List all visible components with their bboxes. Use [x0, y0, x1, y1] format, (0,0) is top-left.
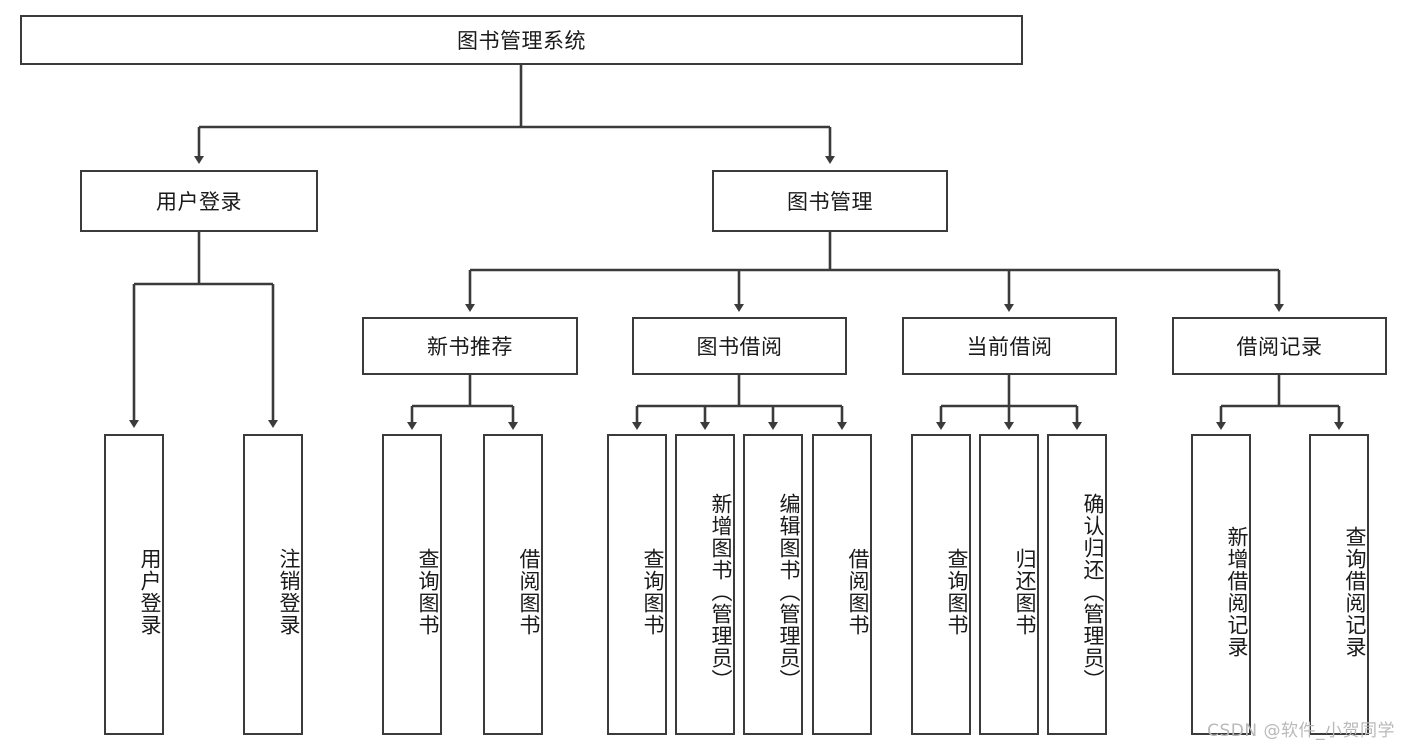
- node-leaf-confirm-return[interactable]: 确认归还（管理员）: [1047, 434, 1107, 735]
- node-borrow-record[interactable]: 借阅记录: [1172, 317, 1387, 375]
- node-current-borrow[interactable]: 当前借阅: [902, 317, 1117, 375]
- node-borrow-record-label: 借阅记录: [1236, 335, 1323, 359]
- node-leaf-add-book[interactable]: 新增图书（管理员）: [675, 434, 735, 735]
- node-root-label: 图书管理系统: [457, 29, 586, 53]
- node-book-manage-label: 图书管理: [787, 190, 873, 214]
- node-current-borrow-label: 当前借阅: [966, 335, 1053, 359]
- node-leaf-add-book-label: 新增图书（管理员）: [709, 492, 733, 691]
- node-leaf-query-record[interactable]: 查询借阅记录: [1309, 434, 1369, 735]
- node-leaf-query-book-3-label: 查询图书: [945, 547, 969, 636]
- node-new-book-rec-label: 新书推荐: [427, 335, 513, 359]
- node-leaf-return-book[interactable]: 归还图书: [979, 434, 1039, 735]
- node-new-book-rec[interactable]: 新书推荐: [362, 317, 578, 375]
- node-leaf-query-book-2-label: 查询图书: [641, 547, 665, 636]
- node-leaf-borrow-book-1-label: 借阅图书: [517, 547, 541, 636]
- node-leaf-logout-label: 注销登录: [277, 547, 301, 636]
- node-leaf-query-book-1[interactable]: 查询图书: [382, 434, 442, 735]
- node-root[interactable]: 图书管理系统: [20, 15, 1023, 65]
- node-leaf-add-record-label: 新增借阅记录: [1225, 525, 1249, 658]
- node-leaf-edit-book-label: 编辑图书（管理员）: [777, 492, 801, 691]
- node-leaf-query-record-label: 查询借阅记录: [1343, 525, 1367, 658]
- node-book-borrow[interactable]: 图书借阅: [632, 317, 847, 375]
- node-leaf-logout[interactable]: 注销登录: [243, 434, 303, 735]
- node-user-login[interactable]: 用户登录: [80, 170, 318, 232]
- node-book-manage[interactable]: 图书管理: [712, 170, 948, 232]
- node-leaf-confirm-return-label: 确认归还（管理员）: [1081, 492, 1105, 691]
- node-leaf-borrow-book-1[interactable]: 借阅图书: [483, 434, 543, 735]
- csdn-watermark: CSDN @软件_小贺同学: [1207, 721, 1395, 741]
- node-leaf-add-record[interactable]: 新增借阅记录: [1191, 434, 1251, 735]
- node-leaf-query-book-2[interactable]: 查询图书: [607, 434, 667, 735]
- node-user-login-label: 用户登录: [156, 190, 242, 214]
- node-leaf-user-login-label: 用户登录: [138, 547, 162, 636]
- node-leaf-query-book-1-label: 查询图书: [416, 547, 440, 636]
- node-leaf-user-login[interactable]: 用户登录: [104, 434, 164, 735]
- node-leaf-query-book-3[interactable]: 查询图书: [911, 434, 971, 735]
- node-leaf-edit-book[interactable]: 编辑图书（管理员）: [743, 434, 803, 735]
- node-leaf-borrow-book-2-label: 借阅图书: [846, 547, 870, 636]
- node-book-borrow-label: 图书借阅: [696, 335, 783, 359]
- node-leaf-borrow-book-2[interactable]: 借阅图书: [812, 434, 872, 735]
- node-leaf-return-book-label: 归还图书: [1013, 547, 1037, 636]
